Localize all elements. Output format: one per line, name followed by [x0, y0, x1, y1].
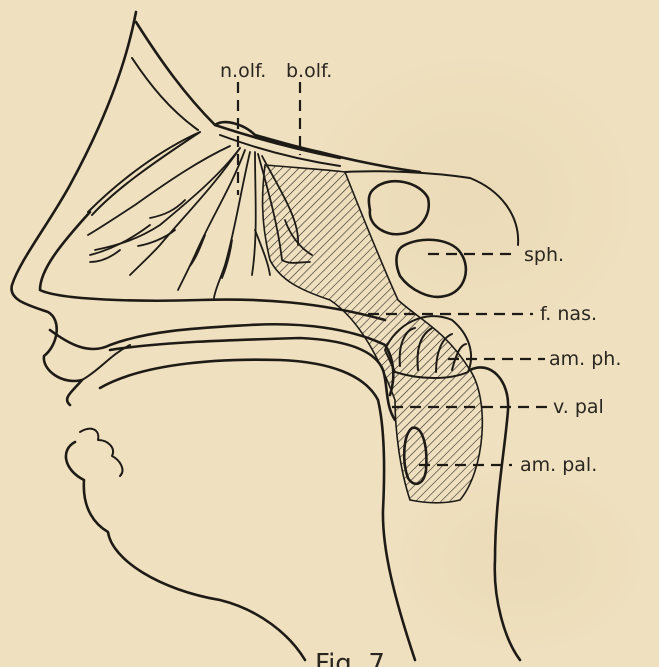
- figure-caption: Fig. 7.: [315, 649, 393, 667]
- lower-face-outline: [66, 442, 305, 660]
- label-n-olf: n.olf.: [220, 60, 266, 82]
- face-profile-outline: [11, 12, 136, 405]
- label-am-pal: am. pal.: [520, 454, 597, 476]
- label-b-olf: b.olf.: [286, 60, 332, 82]
- label-am-ph: am. ph.: [549, 348, 621, 370]
- label-v-pal: v. pal: [553, 396, 604, 418]
- lower-lip: [80, 429, 122, 476]
- label-f-nas: f. nas.: [540, 303, 597, 325]
- upper-lip: [82, 345, 130, 380]
- label-sph: sph.: [524, 244, 564, 266]
- soft-palate: [110, 338, 395, 420]
